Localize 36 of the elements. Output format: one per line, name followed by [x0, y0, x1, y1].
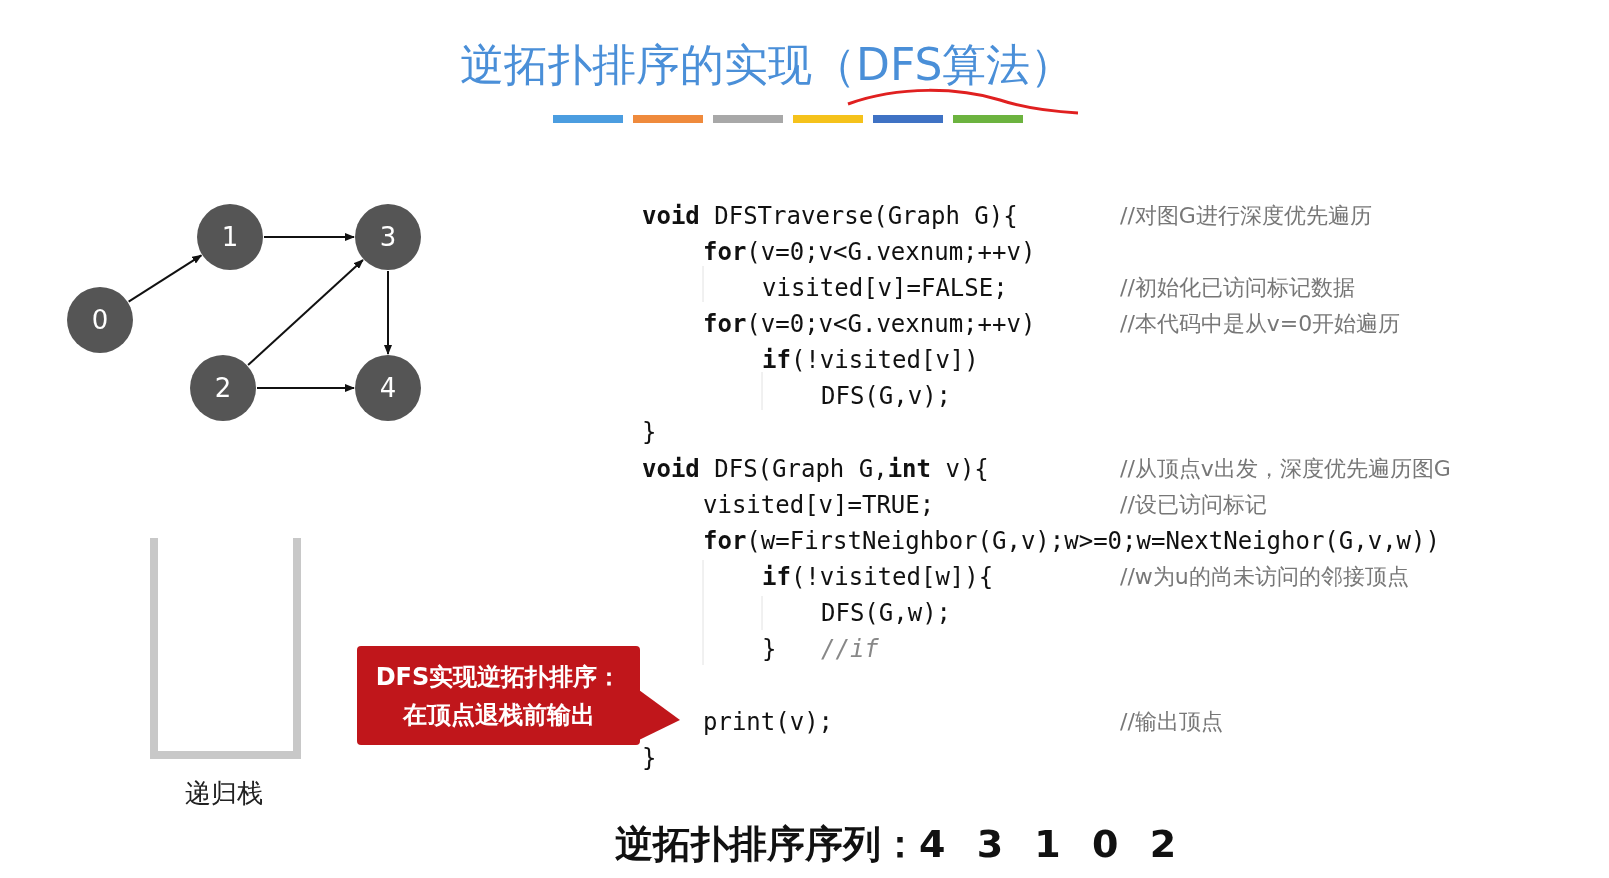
code-line: void DFS(Graph G,int v){ — [642, 454, 989, 484]
code-line: for(v=0;v<G.vexnum;++v) — [703, 237, 1036, 267]
arrow — [256, 384, 355, 392]
code-line: visited[v]=TRUE; — [703, 490, 935, 520]
vertex-circle: 0 — [67, 287, 133, 353]
code-line: DFS(G,v); — [821, 381, 952, 411]
code-comment: //w为u的尚未访问的邻接顶点 — [1120, 563, 1409, 591]
code-line: for(w=FirstNeighbor(G,v);w>=0;w=NextNeighor(G,v,w)) — [703, 526, 1440, 556]
code-line: visited[v]=FALSE; — [762, 273, 1008, 303]
arrow — [263, 233, 355, 241]
code-comment: //对图G进行深度优先遍历 — [1120, 202, 1372, 230]
vertex-circle: 4 — [355, 355, 421, 421]
code-line: } — [762, 634, 777, 664]
code-line: void DFSTraverse(Graph G){ — [642, 201, 1018, 231]
arrow — [384, 270, 392, 355]
code-line: print(v); — [703, 707, 834, 737]
vertex-circle: 2 — [190, 355, 256, 421]
vertex-circle: 3 — [355, 204, 421, 270]
arrow — [127, 254, 203, 303]
code-line: DFS(G,w); — [821, 598, 952, 628]
vertex-circle: 1 — [197, 204, 263, 270]
code-line: if(!visited[w]){ — [762, 562, 994, 592]
result-sequence: 逆拓扑排序序列：4 3 1 0 2 — [615, 821, 1177, 868]
code-comment: //本代码中是从v=0开始遍历 — [1120, 310, 1401, 338]
code-line: } — [642, 743, 657, 773]
code-comment: //if — [821, 634, 879, 664]
slide-title: 逆拓扑排序的实现（DFS算法） — [460, 38, 1075, 92]
code-comment: //输出顶点 — [1120, 708, 1223, 736]
code-line: for(v=0;v<G.vexnum;++v) — [703, 309, 1036, 339]
code-comment: //初始化已访问标记数据 — [1120, 274, 1355, 302]
code-line: } — [642, 417, 657, 447]
stack-caption: 递归栈 — [185, 777, 263, 810]
code-comment: //从顶点v出发，深度优先遍历图G — [1120, 455, 1451, 483]
code-comment: //设已访问标记 — [1120, 491, 1267, 519]
arrow — [247, 258, 364, 367]
code-line: if(!visited[v]) — [762, 345, 979, 375]
